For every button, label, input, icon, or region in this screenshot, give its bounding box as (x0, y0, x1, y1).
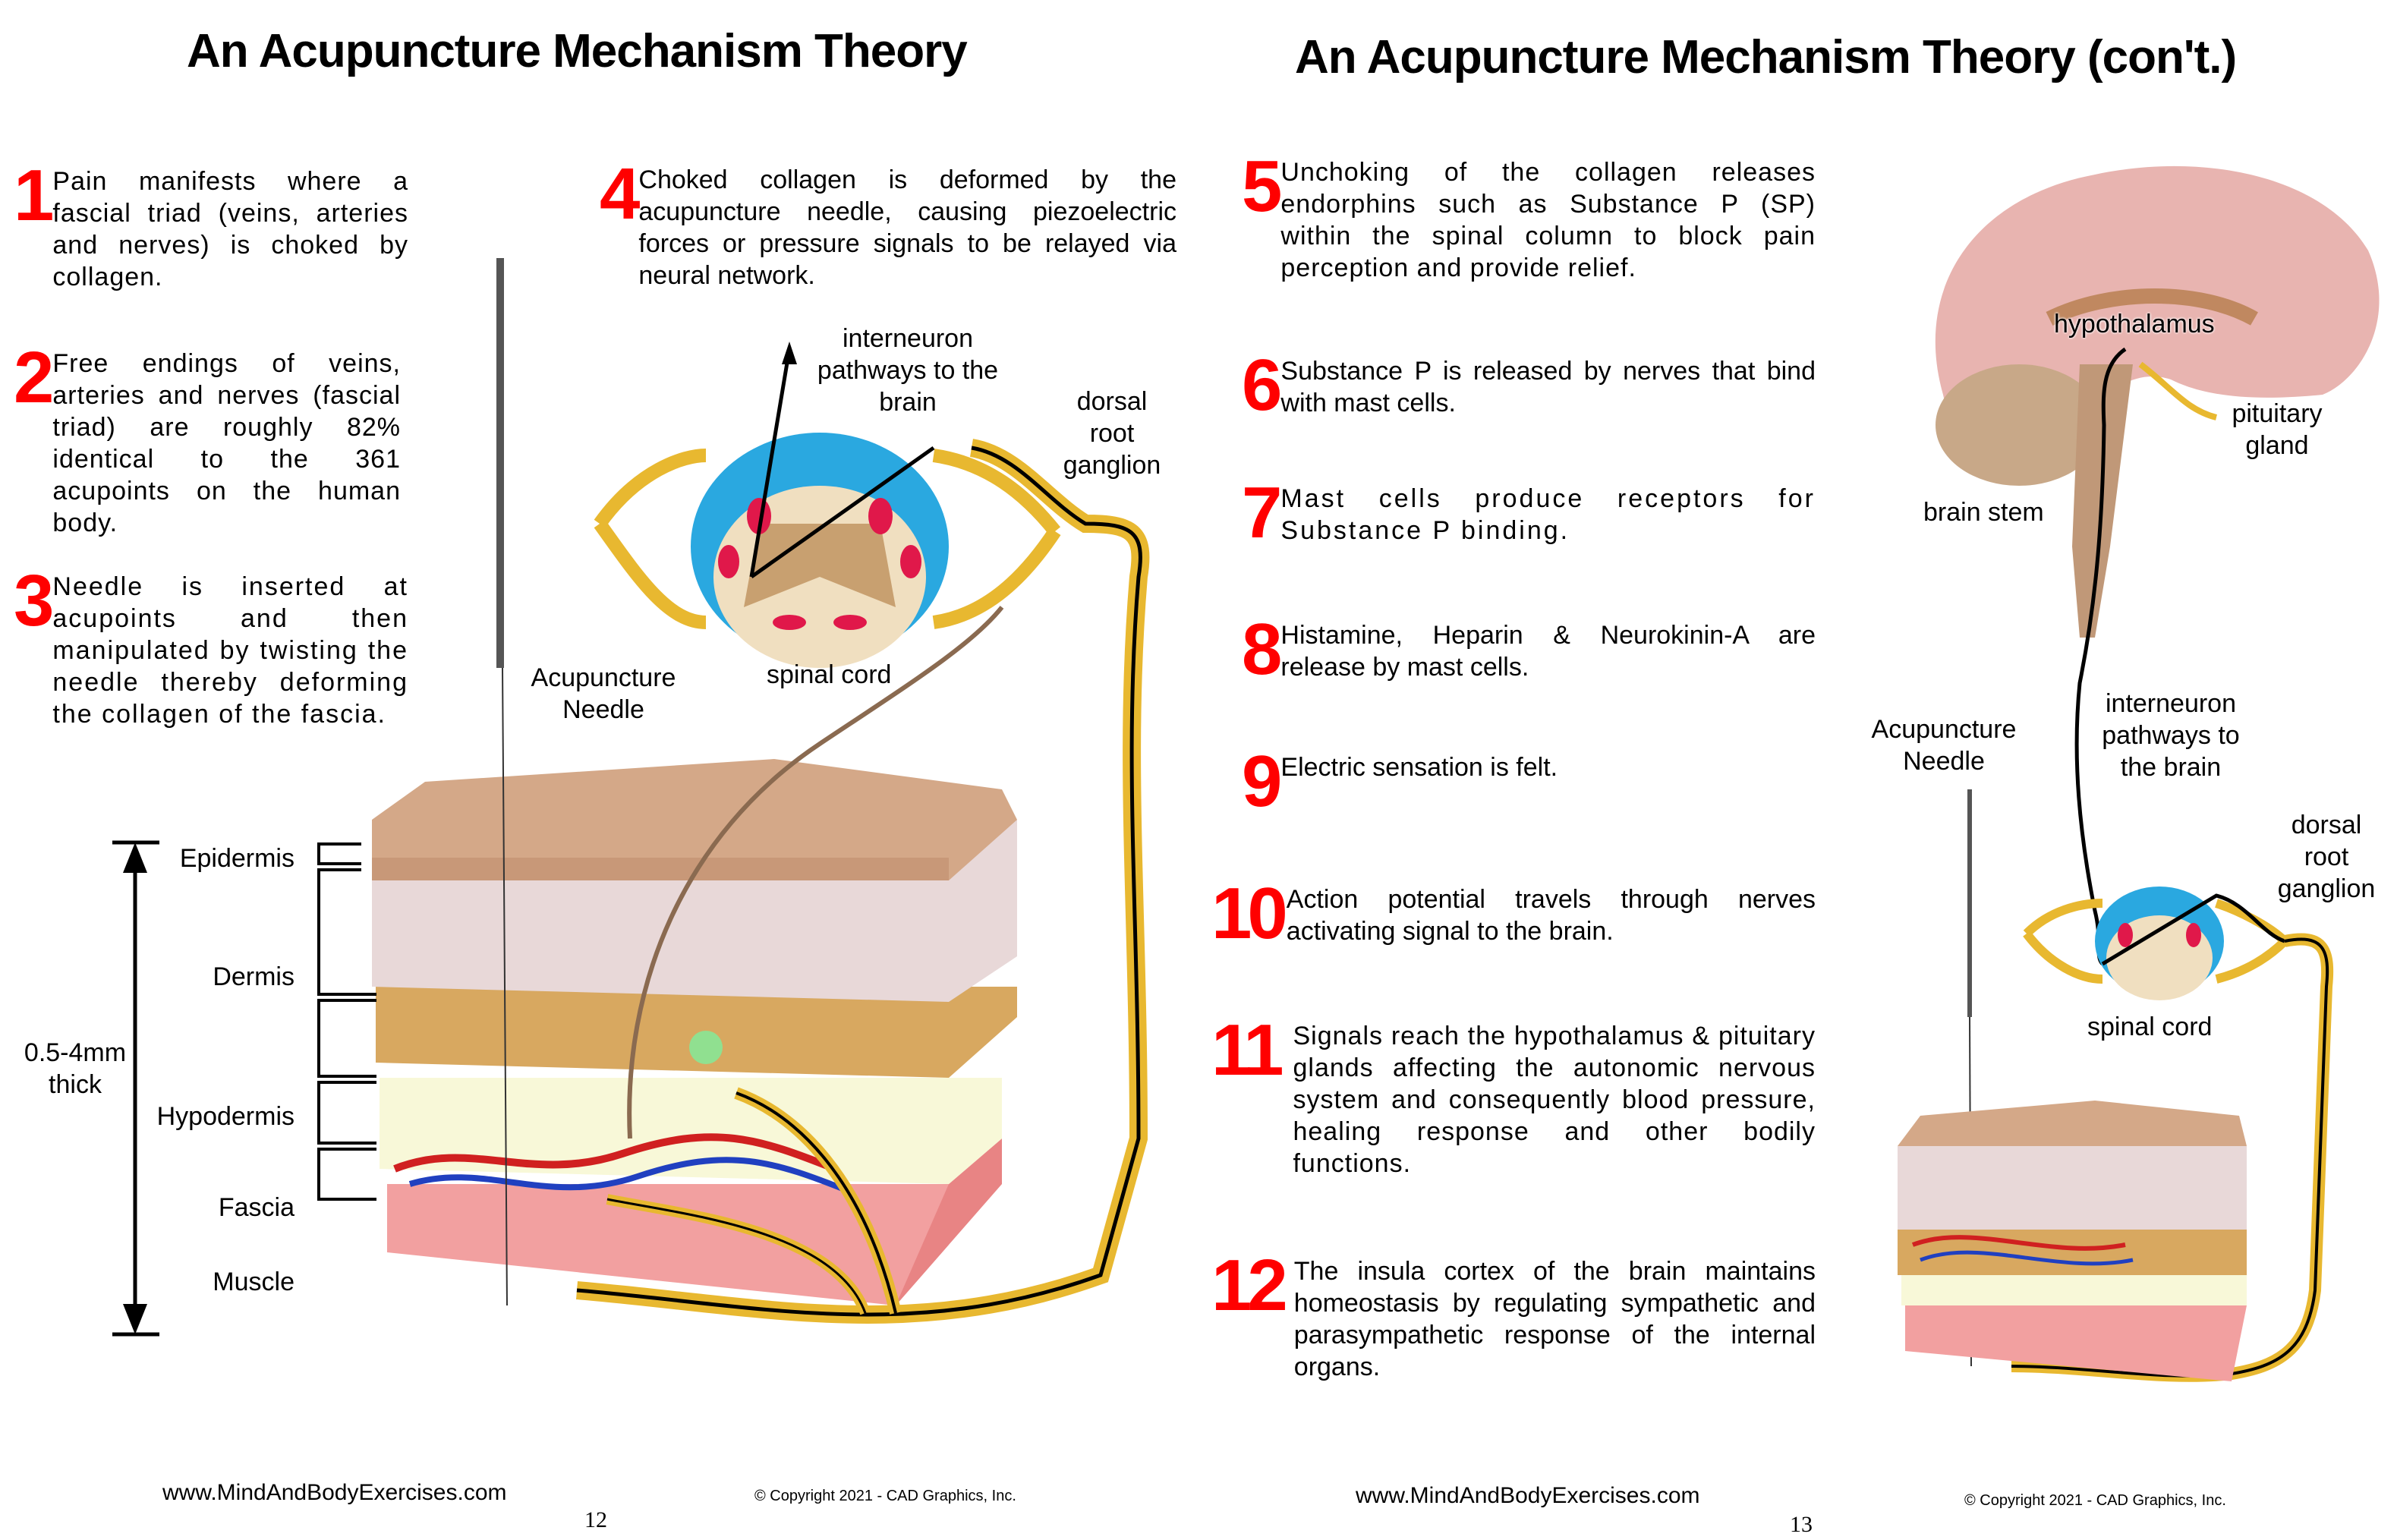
cerebellum (1936, 364, 2102, 486)
step-7: 7 Mast cells produce receptors for Subst… (1242, 472, 1816, 553)
dermis-layer (1898, 1146, 2247, 1230)
interneuron-pathway (2074, 347, 2127, 965)
step-4: 4 Choked collagen is deformed by the acu… (600, 153, 1176, 291)
page-number: 12 (584, 1507, 607, 1532)
step-number: 8 (1242, 609, 1282, 690)
step-number: 11 (1211, 1009, 1284, 1091)
right-page-title: An Acupuncture Mechanism Theory (con't.) (1295, 31, 2237, 83)
step-number: 7 (1242, 472, 1282, 553)
thickness-label: 0.5-4mm thick (24, 1038, 127, 1099)
step-text: Choked collagen is deformed by the acupu… (638, 165, 1176, 290)
copyright-text: © Copyright 2021 - CAD Graphics, Inc. (754, 1488, 1016, 1504)
spinal-cord-label: spinal cord (767, 660, 892, 689)
acupuncture-needle-handle (496, 258, 504, 668)
layer-label-muscle: Muscle (213, 1268, 295, 1296)
step-9: 9 Electric sensation is felt. (1242, 741, 1816, 822)
hypodermis-layer (376, 987, 1017, 1078)
step-1: 1 Pain manifests where a fascial triad (… (14, 155, 408, 293)
step-text: Free endings of veins, arteries and nerv… (52, 349, 401, 537)
layer-label-dermis: Dermis (213, 962, 295, 991)
step-text: Action potential travels through nerves … (1286, 885, 1816, 946)
hypothalamus-label: hypothalamus (2054, 310, 2215, 339)
step-number: 5 (1242, 146, 1282, 227)
step-text: Pain manifests where a fascial triad (ve… (52, 167, 408, 291)
website-link[interactable]: www.MindAndBodyExercises.com (1356, 1483, 1700, 1508)
step-number: 10 (1211, 873, 1288, 954)
dorsal-root-ganglion-label: dorsal root ganglion (1063, 387, 1161, 480)
step-number: 2 (14, 337, 54, 418)
fascia-layer (1901, 1275, 2247, 1305)
acupuncture-needle-label: Acupuncture Needle (1871, 715, 2017, 776)
acupuncture-needle-label: Acupuncture Needle (531, 663, 676, 724)
layer-label-epidermis: Epidermis (179, 844, 295, 873)
website-link[interactable]: www.MindAndBodyExercises.com (162, 1480, 507, 1505)
step-5: 5 Unchoking of the collagen releases end… (1242, 146, 1816, 284)
muscle-layer (387, 1184, 949, 1305)
epidermis-layer (1898, 1101, 2247, 1146)
step-2: 2 Free endings of veins, arteries and ne… (14, 337, 401, 539)
arrow-head-icon (782, 342, 797, 364)
pituitary-gland-label: pituitary gland (2232, 399, 2323, 460)
interneuron-label: interneuron pathways to the brain (817, 324, 999, 417)
acupuncture-needle-shaft (502, 667, 508, 1306)
step-number: 1 (14, 155, 54, 236)
dorsal-root-ganglion-label: dorsal root ganglion (2277, 811, 2376, 903)
spinal-cord-cross-section (594, 342, 1061, 668)
brain-stem-label: brain stem (1923, 498, 2044, 527)
step-text: Electric sensation is felt. (1280, 753, 1558, 782)
left-page-title: An Acupuncture Mechanism Theory (187, 25, 968, 77)
step-number: 9 (1242, 741, 1282, 822)
step-number: 6 (1242, 345, 1282, 426)
fascia-layer (380, 1078, 1002, 1184)
step-11: 11 Signals reach the hypothalamus & pitu… (1211, 1009, 1816, 1179)
step-text: Signals reach the hypothalamus & pituita… (1293, 1022, 1816, 1178)
step-number: 4 (600, 153, 640, 235)
step-text: Needle is inserted at acupoints and then… (52, 572, 408, 729)
step-6: 6 Substance P is released by nerves that… (1242, 345, 1816, 426)
step-number: 3 (14, 560, 54, 641)
skin-cross-section-diagram (112, 258, 1150, 1337)
page-number: 13 (1790, 1512, 1813, 1537)
interneuron-label: interneuron pathways to the brain (2102, 689, 2240, 782)
step-text: Unchoking of the collagen releases endor… (1280, 158, 1816, 282)
epidermis-layer (372, 759, 1017, 880)
spinal-cord-cross-section (2023, 887, 2288, 1000)
step-10: 10 Action potential travels through nerv… (1211, 873, 1816, 954)
step-text: Substance P is released by nerves that b… (1280, 357, 1816, 417)
step-text: Histamine, Heparin & Neurokinin-A are re… (1280, 621, 1816, 682)
layer-label-hypodermis: Hypodermis (156, 1102, 295, 1131)
step-8: 8 Histamine, Heparin & Neurokinin-A are … (1242, 609, 1816, 690)
copyright-text: © Copyright 2021 - CAD Graphics, Inc. (1964, 1492, 2226, 1509)
step-text: The insula cortex of the brain maintains… (1293, 1257, 1816, 1381)
layer-label-fascia: Fascia (218, 1193, 295, 1222)
step-text: Mast cells produce receptors for Substan… (1280, 484, 1816, 545)
step-12: 12 The insula cortex of the brain mainta… (1211, 1245, 1816, 1383)
muscle-layer (1905, 1305, 2247, 1381)
acupuncture-needle-handle (1967, 789, 1972, 1017)
step-3: 3 Needle is inserted at acupoints and th… (14, 560, 408, 730)
spinal-cord-label: spinal cord (2087, 1012, 2213, 1041)
step-number: 12 (1211, 1245, 1288, 1326)
